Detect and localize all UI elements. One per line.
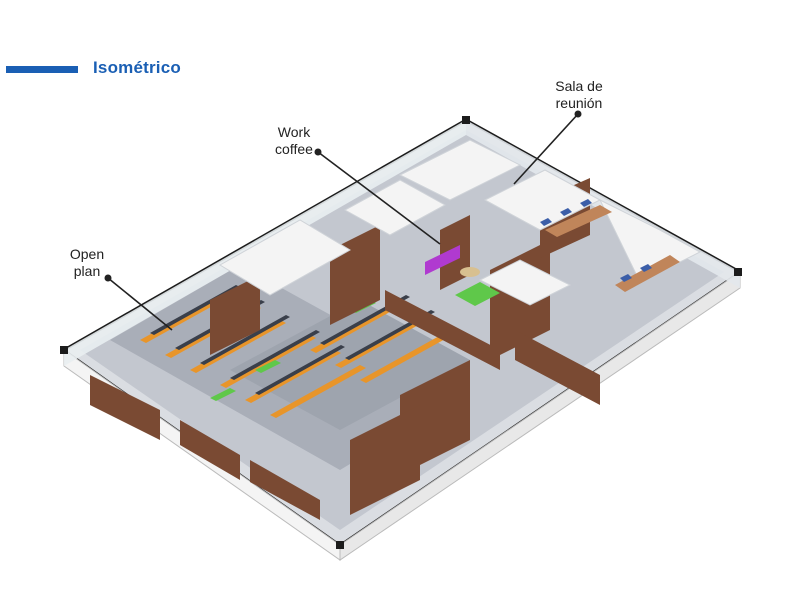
window-corners [60,116,742,549]
callout-sala-reunion-line1: Sala de [555,78,603,94]
callout-line-open-plan [107,277,173,331]
green-strip-2 [210,388,236,401]
callout-dot-sala-reunion [574,110,582,118]
page-title: Isométrico [93,58,181,77]
callout-work-coffee-line1: Work [277,124,311,140]
callout-label-work-coffee: Work coffee [258,124,330,158]
meeting-tables [545,205,680,292]
callout-dot-open-plan [104,274,112,282]
callout-label-open-plan: Open plan [52,246,122,280]
header-accent-bar [6,66,78,73]
open-plan-zone-2 [230,300,470,430]
callout-sala-reunion-line2: reunión [555,95,603,111]
callout-open-plan-line2: plan [73,263,101,279]
coffee-purple-accent [425,245,460,275]
coffee-green-rug [455,282,500,306]
coffee-table [460,267,480,277]
meeting-chairs [540,199,652,282]
callout-line-work-coffee [317,151,441,245]
callout-work-coffee-line2: coffee [275,141,313,157]
callout-dot-work-coffee [314,148,322,156]
callout-label-sala-reunion: Sala de reunión [534,78,624,112]
green-strip-1 [255,360,281,373]
callout-line-sala-reunion [513,113,579,185]
callout-open-plan-line1: Open [69,246,105,262]
